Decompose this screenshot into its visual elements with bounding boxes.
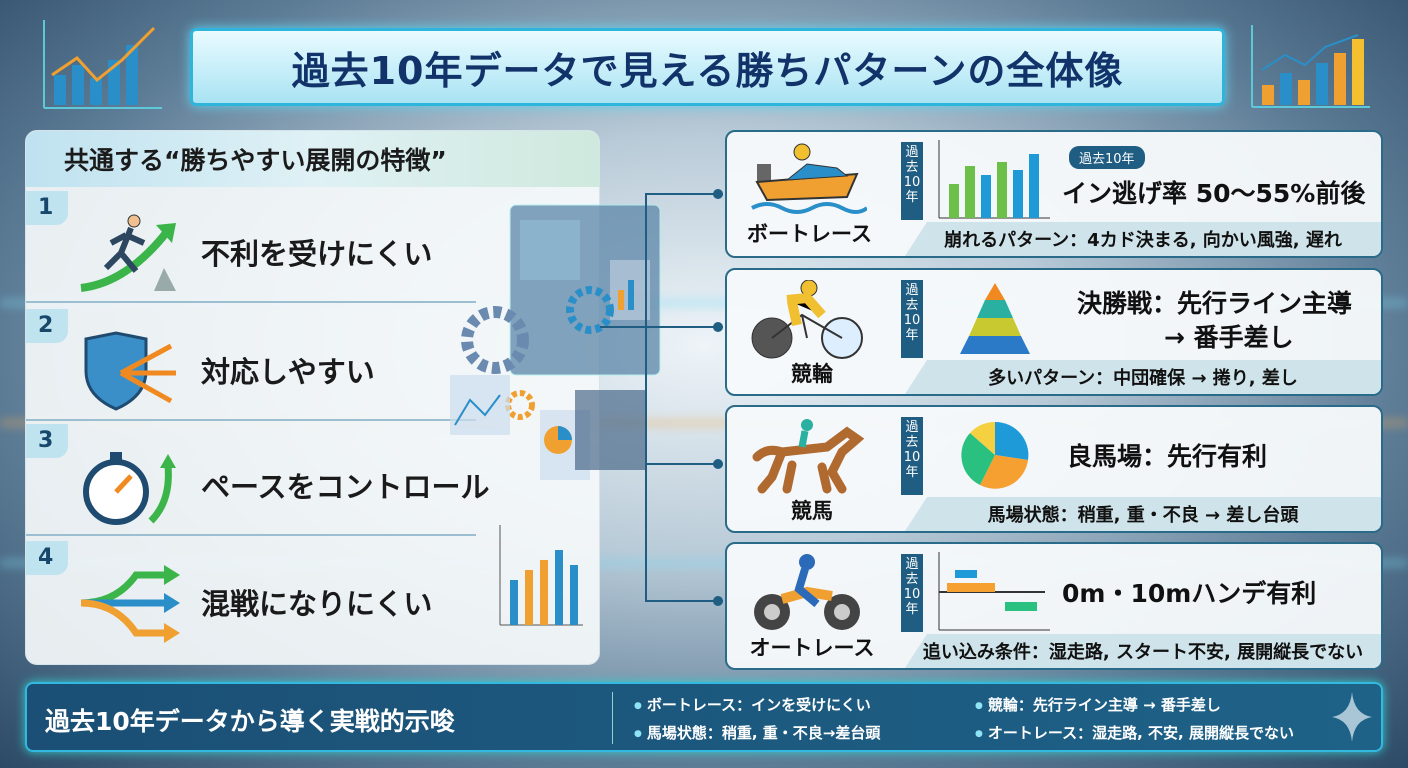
feature-number: 4 xyxy=(26,541,68,575)
past-10-years-pill: 過去10年 xyxy=(1069,146,1145,169)
features-heading-bar: 共通する“勝ちやすい展開の特徴” xyxy=(26,131,599,187)
connector-line xyxy=(645,463,723,465)
feature-number: 2 xyxy=(26,309,68,343)
card-auto-race: オートレース 過去10年 0m・10mハンデ有利 追い込み条件：湿走路, スター… xyxy=(725,542,1383,670)
connector-dot xyxy=(713,189,723,199)
data-monitor-illustration xyxy=(450,204,661,480)
feature-item: 4 混戦になりにくい xyxy=(26,541,599,653)
past-10-years-tag: 過去10年 xyxy=(901,142,923,220)
split-arrows-icon xyxy=(80,565,180,643)
divider xyxy=(612,692,613,744)
feature-number: 3 xyxy=(26,424,68,458)
sport-name: 競馬 xyxy=(791,499,833,523)
runner-arrow-icon xyxy=(80,214,176,292)
past-10-years-tag: 過去10年 xyxy=(901,417,923,495)
key-stat: 良馬場：先行有利 xyxy=(1067,442,1268,471)
motorcycle-icon xyxy=(754,554,860,630)
feature-label: 不利を受けにくい xyxy=(201,237,433,271)
summary-bullet: 馬場状態：稍重, 重・不良→差台頭 xyxy=(634,722,881,743)
connector-dot xyxy=(713,596,723,606)
feature-item: 2 対応しやすい xyxy=(26,309,599,421)
connector-dot xyxy=(713,322,723,332)
sparkle-icon xyxy=(1332,692,1372,742)
connector-line xyxy=(645,193,647,601)
connector-line xyxy=(645,193,723,195)
summary-bullet: ボートレース：インを受けにくい xyxy=(634,694,871,715)
key-stat: イン逃げ率 50〜55%前後 xyxy=(1062,179,1366,208)
feature-number: 1 xyxy=(26,191,68,225)
card-keirin: 競輪 過去10年 決勝戦：先行ライン主導 → 番手差し 多いパターン：中団確保 … xyxy=(725,268,1383,396)
key-stat: 決勝戦：先行ライン主導 xyxy=(1077,289,1353,318)
pattern-strip: 馬場状態：稍重, 重・不良 → 差し台頭 xyxy=(905,497,1381,531)
pattern-strip: 崩れるパターン：4カド決まる, 向かい風強, 遅れ xyxy=(905,222,1381,256)
handicap-gantt-chart xyxy=(938,552,1050,631)
pattern-strip: 多いパターン：中団確保 → 捲り, 差し xyxy=(905,360,1381,394)
mini-bar-chart xyxy=(938,140,1050,219)
feature-label: ペースをコントロール xyxy=(201,470,490,504)
card-boat-race: ボートレース 過去10年 過去10年 イン逃げ率 50〜55%前後 崩れるパター… xyxy=(725,130,1383,258)
title-banner: 過去10年データで見える勝ちパターンの全体像 xyxy=(190,28,1225,106)
growth-chart-icon xyxy=(43,20,162,109)
feature-item: 1 不利を受けにくい xyxy=(26,191,599,303)
cyclist-icon xyxy=(751,280,863,359)
sport-name: ボートレース xyxy=(747,222,872,246)
pyramid-chart xyxy=(960,283,1030,354)
feature-label: 混戦になりにくい xyxy=(201,587,433,621)
stopwatch-icon xyxy=(83,452,176,525)
feature-label: 対応しやすい xyxy=(201,355,375,389)
pie-chart xyxy=(961,421,1029,489)
past-10-years-tag: 過去10年 xyxy=(901,554,923,632)
page-title: 過去10年データで見える勝ちパターンの全体像 xyxy=(291,48,1124,93)
divider xyxy=(26,534,476,536)
summary-bullet: オートレース：湿走路, 不安, 展開縦長でない xyxy=(975,722,1294,743)
speedboat-icon xyxy=(751,143,867,214)
divider xyxy=(26,419,476,421)
pattern-strip: 追い込み条件：湿走路, スタート不安, 展開縦長でない xyxy=(905,634,1381,668)
connector-line xyxy=(645,600,723,602)
sport-name: オートレース xyxy=(749,636,875,660)
summary-title: 過去10年データから導く実戦的示唆 xyxy=(45,707,455,736)
connector-dot xyxy=(713,459,723,469)
features-heading: 共通する“勝ちやすい展開の特徴” xyxy=(64,146,447,175)
bar-line-chart-icon xyxy=(1251,25,1370,108)
bar-chart-decoration xyxy=(499,525,583,626)
connector-line xyxy=(600,326,723,328)
card-horse-racing: 競馬 過去10年 良馬場：先行有利 馬場状態：稍重, 重・不良 → 差し台頭 xyxy=(725,405,1383,533)
shield-arrows-icon xyxy=(84,331,176,411)
feature-item: 3 ペースをコントロール xyxy=(26,424,599,536)
racehorse-icon xyxy=(752,419,865,494)
divider xyxy=(26,301,476,303)
sport-name: 競輪 xyxy=(791,362,833,386)
past-10-years-tag: 過去10年 xyxy=(901,280,923,358)
key-stat-continuation: → 番手差し xyxy=(1164,323,1294,352)
key-stat: 0m・10mハンデ有利 xyxy=(1062,579,1317,608)
summary-bar: 過去10年データから導く実戦的示唆 ボートレース：インを受けにくい 馬場状態：稍… xyxy=(25,682,1383,752)
summary-bullet: 競輪：先行ライン主導 → 番手差し xyxy=(975,694,1221,715)
